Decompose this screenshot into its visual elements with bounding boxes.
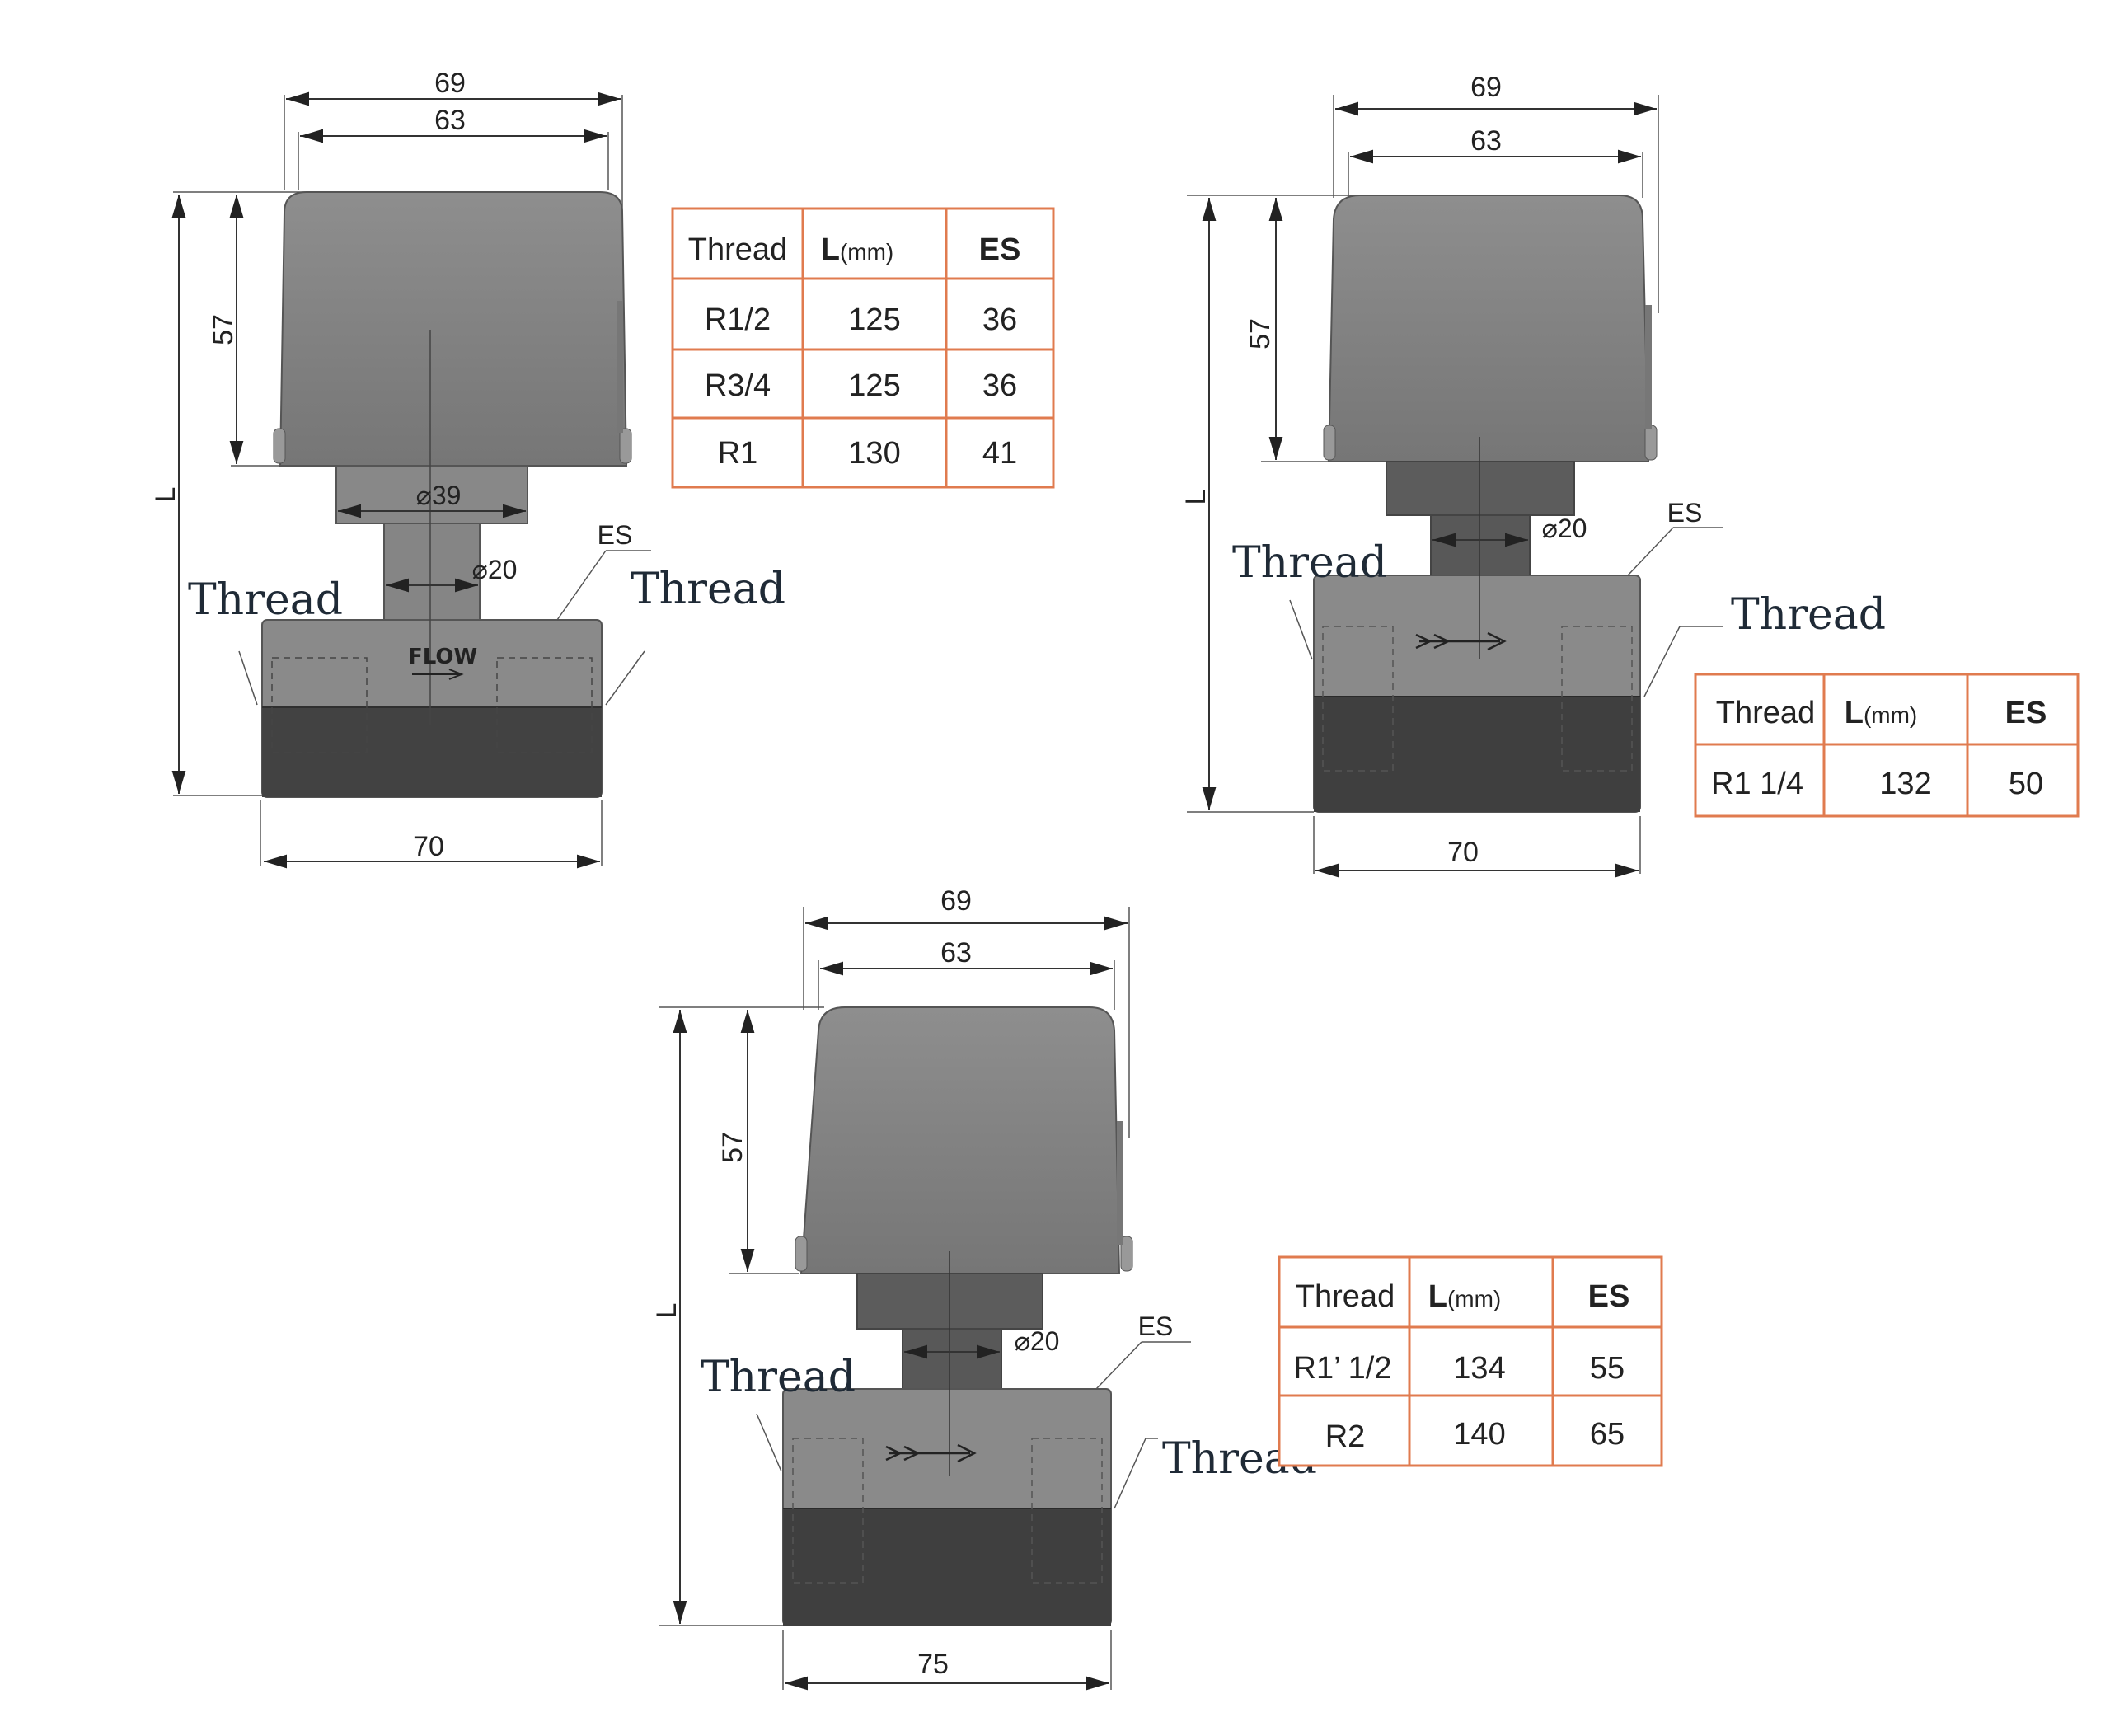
switch-view-1: FLOW 69 63 57 L ⌀39 ⌀20 ES Thread Thread… bbox=[150, 68, 785, 869]
switch-cap bbox=[279, 191, 628, 467]
table3-cell: R1’ 1/2 bbox=[1294, 1351, 1392, 1386]
dim-57: 57 bbox=[1245, 318, 1276, 350]
table1-cell: 130 bbox=[848, 436, 900, 471]
switch-view-2: 69 63 57 L ⌀20 ES Thread Thread 70 bbox=[1180, 72, 1886, 878]
dim-69: 69 bbox=[1470, 72, 1502, 103]
label-thread-right: Thread bbox=[631, 565, 785, 614]
flow-label: FLOW bbox=[408, 645, 477, 669]
dim-L: L bbox=[1180, 490, 1212, 505]
table2-cell: 132 bbox=[1879, 767, 1931, 801]
label-thread-left: Thread bbox=[1232, 538, 1387, 588]
table3-cell: 65 bbox=[1590, 1417, 1625, 1452]
switch-cap bbox=[1327, 195, 1650, 462]
switch-stem bbox=[383, 523, 481, 623]
table2-cell: R1 1/4 bbox=[1711, 767, 1803, 801]
table1-header-thread: Thread bbox=[688, 232, 787, 267]
spec-table-3: Thread L(mm) ES R1’ 1/2 134 55 R2 140 65 bbox=[1278, 1255, 1663, 1467]
flow-arrow-icon bbox=[1415, 631, 1507, 651]
flow-arrow-icon bbox=[885, 1443, 977, 1463]
switch-neck bbox=[1386, 461, 1575, 516]
table3-cell: R2 bbox=[1325, 1419, 1366, 1454]
label-thread-right: Thread bbox=[1731, 590, 1886, 640]
dim-L: L bbox=[651, 1303, 682, 1319]
table3-header-l: L(mm) bbox=[1428, 1279, 1502, 1314]
spec-table-2: Thread L(mm) ES R1 1/4 132 50 bbox=[1694, 673, 2080, 818]
table1-cell: R1 bbox=[718, 436, 758, 471]
switch-stem bbox=[1430, 514, 1531, 578]
dim-diameter-20: ⌀20 bbox=[1542, 514, 1587, 543]
table1-header-es: ES bbox=[979, 232, 1021, 267]
spec-table-1: Thread L(mm) ES R1/2 125 36 R3/4 125 36 … bbox=[671, 207, 1055, 489]
table2-cell: 50 bbox=[2009, 767, 2043, 801]
label-es: ES bbox=[598, 520, 633, 550]
switch-view-3: 69 63 57 L ⌀20 ES Thread Thread 75 bbox=[651, 885, 1317, 1691]
dim-diameter-39: ⌀39 bbox=[416, 481, 462, 510]
table1-cell: R1/2 bbox=[705, 303, 771, 337]
table1-cell: 36 bbox=[982, 303, 1017, 337]
table1-cell: 41 bbox=[982, 436, 1017, 471]
dim-63: 63 bbox=[1470, 125, 1502, 157]
table1-cell: 125 bbox=[848, 303, 900, 337]
flow-arrow-icon bbox=[412, 669, 464, 680]
table3-header-es: ES bbox=[1588, 1279, 1630, 1314]
dim-57: 57 bbox=[208, 314, 239, 345]
table2-header-es: ES bbox=[2005, 696, 2047, 730]
dim-diameter-20: ⌀20 bbox=[1015, 1326, 1060, 1356]
dim-69: 69 bbox=[940, 885, 972, 917]
table1-cell: R3/4 bbox=[705, 368, 771, 403]
dim-57: 57 bbox=[717, 1132, 748, 1163]
dim-70: 70 bbox=[413, 831, 444, 862]
dim-L: L bbox=[150, 487, 181, 503]
dim-63: 63 bbox=[434, 105, 466, 136]
table1-cell: 125 bbox=[848, 368, 900, 403]
dim-75: 75 bbox=[917, 1649, 949, 1680]
table3-cell: 55 bbox=[1590, 1351, 1625, 1386]
table1-header-l: L(mm) bbox=[821, 232, 894, 267]
table1-cell: 36 bbox=[982, 368, 1017, 403]
dim-69: 69 bbox=[434, 68, 466, 99]
table3-cell: 140 bbox=[1453, 1417, 1505, 1452]
table3-header-thread: Thread bbox=[1296, 1279, 1395, 1314]
switch-cap bbox=[799, 1006, 1121, 1274]
table2-header-thread: Thread bbox=[1716, 696, 1815, 730]
dim-diameter-20: ⌀20 bbox=[472, 555, 518, 584]
table3-cell: 134 bbox=[1453, 1351, 1505, 1386]
label-thread-left: Thread bbox=[701, 1353, 856, 1402]
label-thread-left: Thread bbox=[188, 575, 343, 625]
dim-63: 63 bbox=[940, 937, 972, 969]
label-es: ES bbox=[1138, 1311, 1174, 1341]
dim-70: 70 bbox=[1447, 837, 1479, 868]
switch-stem bbox=[902, 1328, 1002, 1391]
table2-header-l: L(mm) bbox=[1845, 696, 1918, 730]
label-es: ES bbox=[1667, 498, 1703, 528]
